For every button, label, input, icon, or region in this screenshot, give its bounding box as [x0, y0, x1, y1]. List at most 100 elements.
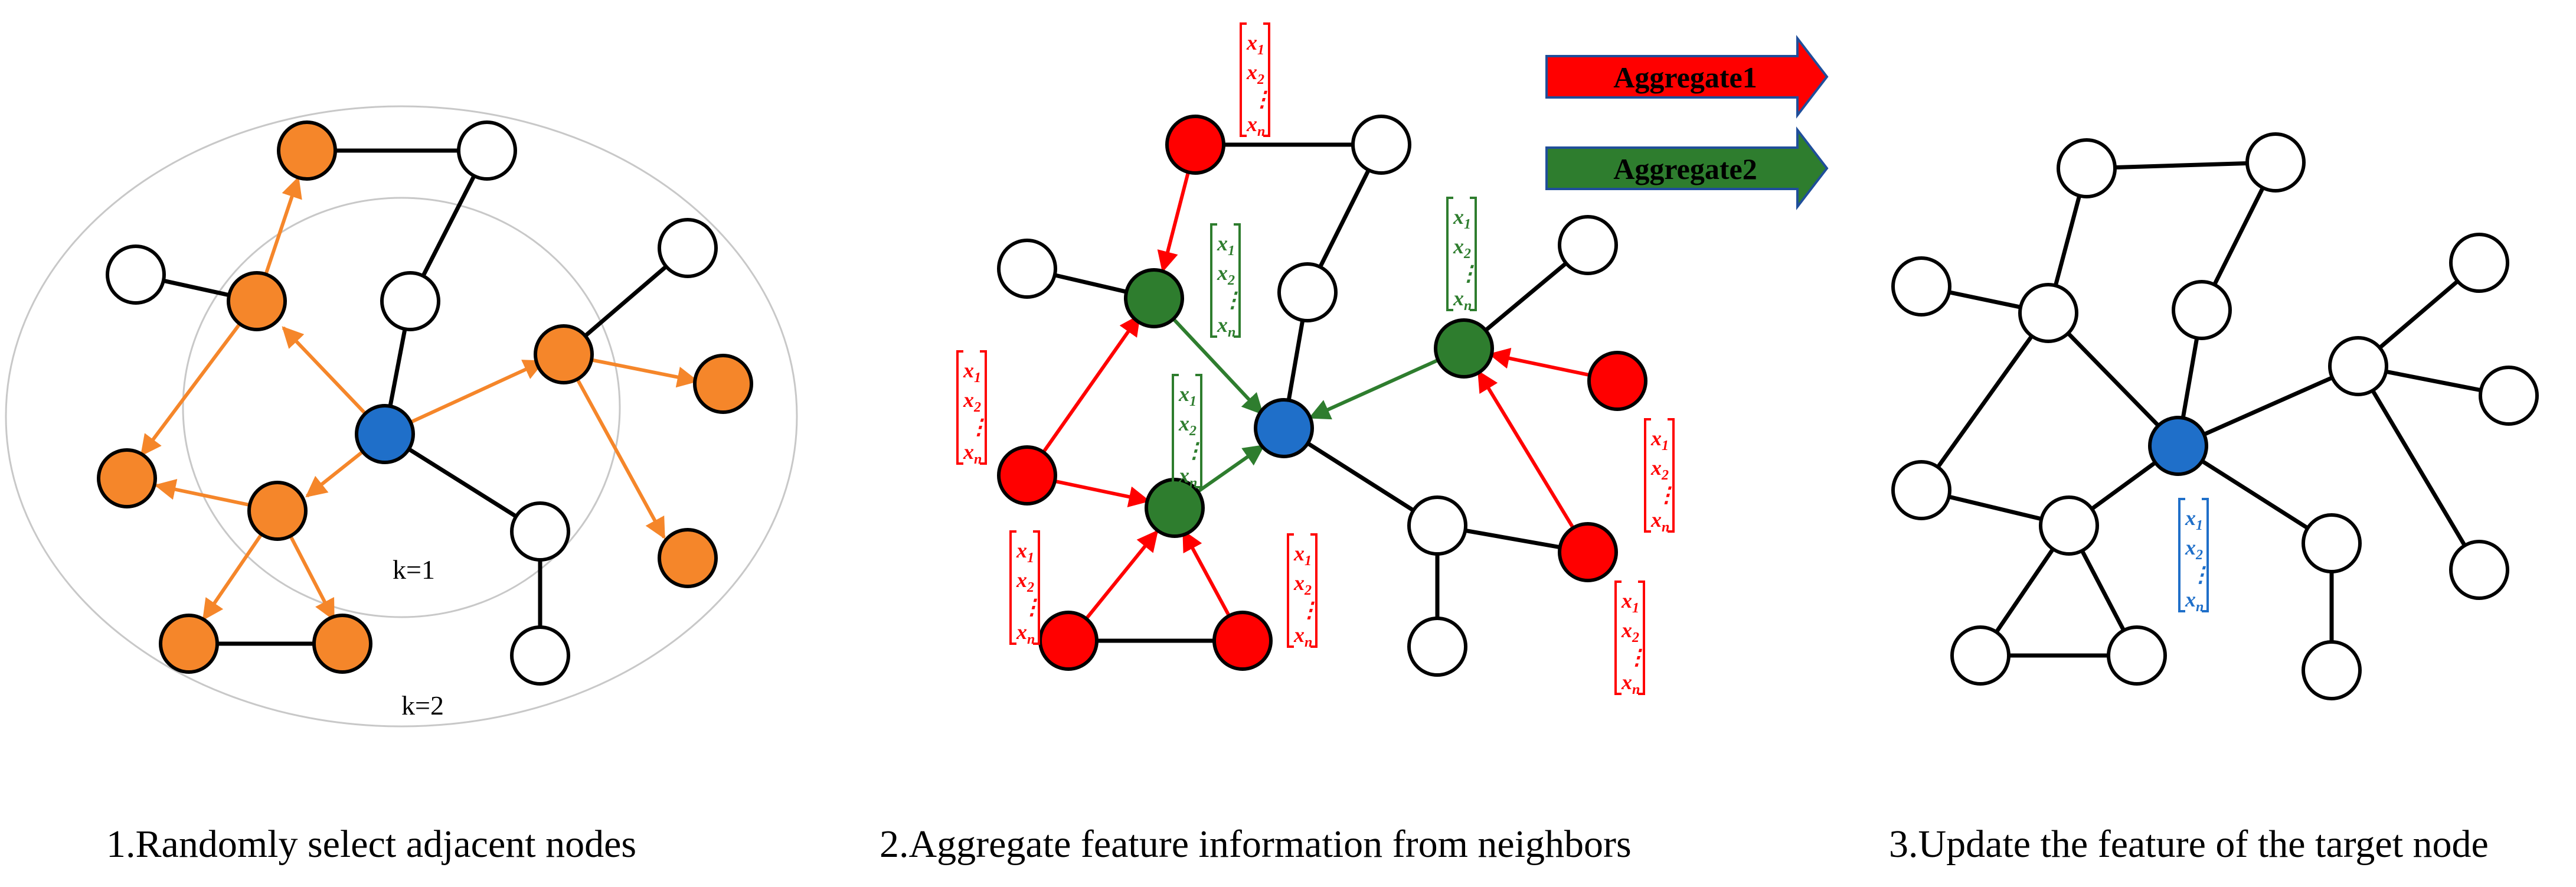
vector-entry: xn — [1650, 508, 1669, 535]
node-target — [355, 404, 415, 464]
node-plain — [1277, 262, 1338, 322]
vector-entry: x1 — [1293, 542, 1312, 569]
vector-entry: x2 — [1016, 568, 1034, 595]
caption-step-3: 3.Update the feature of the target node — [1889, 823, 2489, 866]
vector-bracket — [1287, 533, 1318, 648]
vector-entry: xn — [1621, 670, 1640, 697]
vector-entry: x1 — [1650, 426, 1669, 454]
node-plain — [457, 120, 517, 181]
node-plain — [510, 625, 570, 686]
node-sampled — [247, 481, 308, 541]
vector-entry: x1 — [1016, 539, 1034, 566]
panel-1-sample-arrows — [140, 176, 699, 621]
node-plain — [2328, 336, 2388, 396]
node-plain — [2172, 280, 2232, 340]
node-plain — [2449, 233, 2509, 293]
vector-entry: x1 — [2185, 506, 2203, 533]
vector-entry: x2 — [1246, 60, 1264, 87]
node-plain — [1407, 495, 1467, 556]
node-sampled — [693, 354, 753, 414]
node-plain — [1407, 617, 1467, 677]
vector-entry: xn — [2185, 588, 2204, 615]
vector-bracket — [1009, 530, 1040, 645]
vector-ellipsis: ⋮ — [1251, 87, 1273, 111]
vector-bracket — [1614, 581, 1645, 695]
node-sampled — [277, 120, 337, 181]
node-hop2 — [997, 445, 1057, 506]
node-sampled — [97, 448, 157, 508]
vector-bracket — [2178, 498, 2209, 612]
panel-2-nodes — [997, 115, 1647, 677]
node-hop1 — [1145, 478, 1205, 538]
legend-aggregate2-label: Aggregate2 — [1613, 152, 1757, 185]
node-hop1 — [1434, 318, 1494, 379]
node-hop2 — [1038, 611, 1099, 671]
node-plain — [2057, 138, 2117, 198]
vector-entry: x2 — [1293, 571, 1312, 598]
vector-ellipsis: ⋮ — [1184, 439, 1205, 462]
node-plain — [2479, 366, 2539, 426]
node-plain — [1950, 625, 2011, 686]
node-plain — [106, 244, 166, 305]
legend-aggregate1-label: Aggregate1 — [1613, 61, 1757, 94]
vector-entry: x2 — [2185, 536, 2203, 563]
vector-entry: xn — [1016, 620, 1035, 647]
node-sampled — [312, 614, 372, 674]
vector-entry: x2 — [1178, 412, 1197, 439]
node-hop2 — [1587, 351, 1647, 411]
panel-3-update: x1 x2⋮xn — [1891, 132, 2539, 700]
node-plain — [2449, 540, 2509, 600]
node-hop2 — [1558, 522, 1618, 582]
node-plain — [2302, 640, 2362, 700]
vector-entry: xn — [1293, 623, 1312, 650]
vector-entry: xn — [1246, 112, 1265, 139]
panel-3-edges — [1920, 160, 2509, 670]
vector-ellipsis: ⋮ — [968, 415, 989, 439]
vector-entry: x2 — [1453, 234, 1471, 262]
feature-vector-blue: x1 x2⋮xn — [2178, 498, 2211, 615]
ring-k2 — [5, 105, 798, 728]
ring-k1 — [182, 197, 621, 618]
node-target — [2148, 416, 2208, 476]
vector-bracket — [1644, 418, 1675, 533]
vector-bracket — [1240, 22, 1270, 137]
vector-bracket — [956, 350, 987, 465]
node-plain — [2039, 495, 2099, 556]
vector-ellipsis: ⋮ — [1222, 288, 1243, 312]
node-plain — [2245, 132, 2306, 193]
node-plain — [997, 239, 1057, 299]
vector-entry: x2 — [1621, 618, 1639, 645]
node-hop2 — [1165, 115, 1225, 175]
ring-k1-label: k=1 — [393, 555, 435, 585]
panel-2-aggregate1-arrows — [1025, 144, 1618, 642]
node-plain — [1891, 256, 1951, 317]
node-plain — [2018, 283, 2078, 343]
node-hop1 — [1124, 268, 1184, 328]
vector-entry: x1 — [1217, 231, 1235, 259]
vector-ellipsis: ⋮ — [2190, 563, 2211, 586]
vector-entry: x1 — [1453, 205, 1471, 232]
vector-entry: x2 — [1217, 261, 1235, 288]
node-plain — [510, 501, 570, 562]
node-plain — [1891, 460, 1951, 520]
vector-bracket — [1446, 197, 1477, 311]
vector-ellipsis: ⋮ — [1299, 598, 1320, 622]
vector-entry: xn — [1178, 464, 1197, 491]
node-hop2 — [1212, 611, 1273, 671]
caption-step-2: 2.Aggregate feature information from nei… — [880, 823, 1632, 866]
node-target — [1254, 398, 1314, 458]
vector-entry: x2 — [1650, 456, 1669, 483]
vector-entry: x2 — [963, 388, 981, 415]
node-plain — [1558, 215, 1618, 275]
node-plain — [2107, 625, 2167, 686]
vector-ellipsis: ⋮ — [1458, 262, 1479, 285]
vector-entry: x1 — [1621, 589, 1639, 616]
